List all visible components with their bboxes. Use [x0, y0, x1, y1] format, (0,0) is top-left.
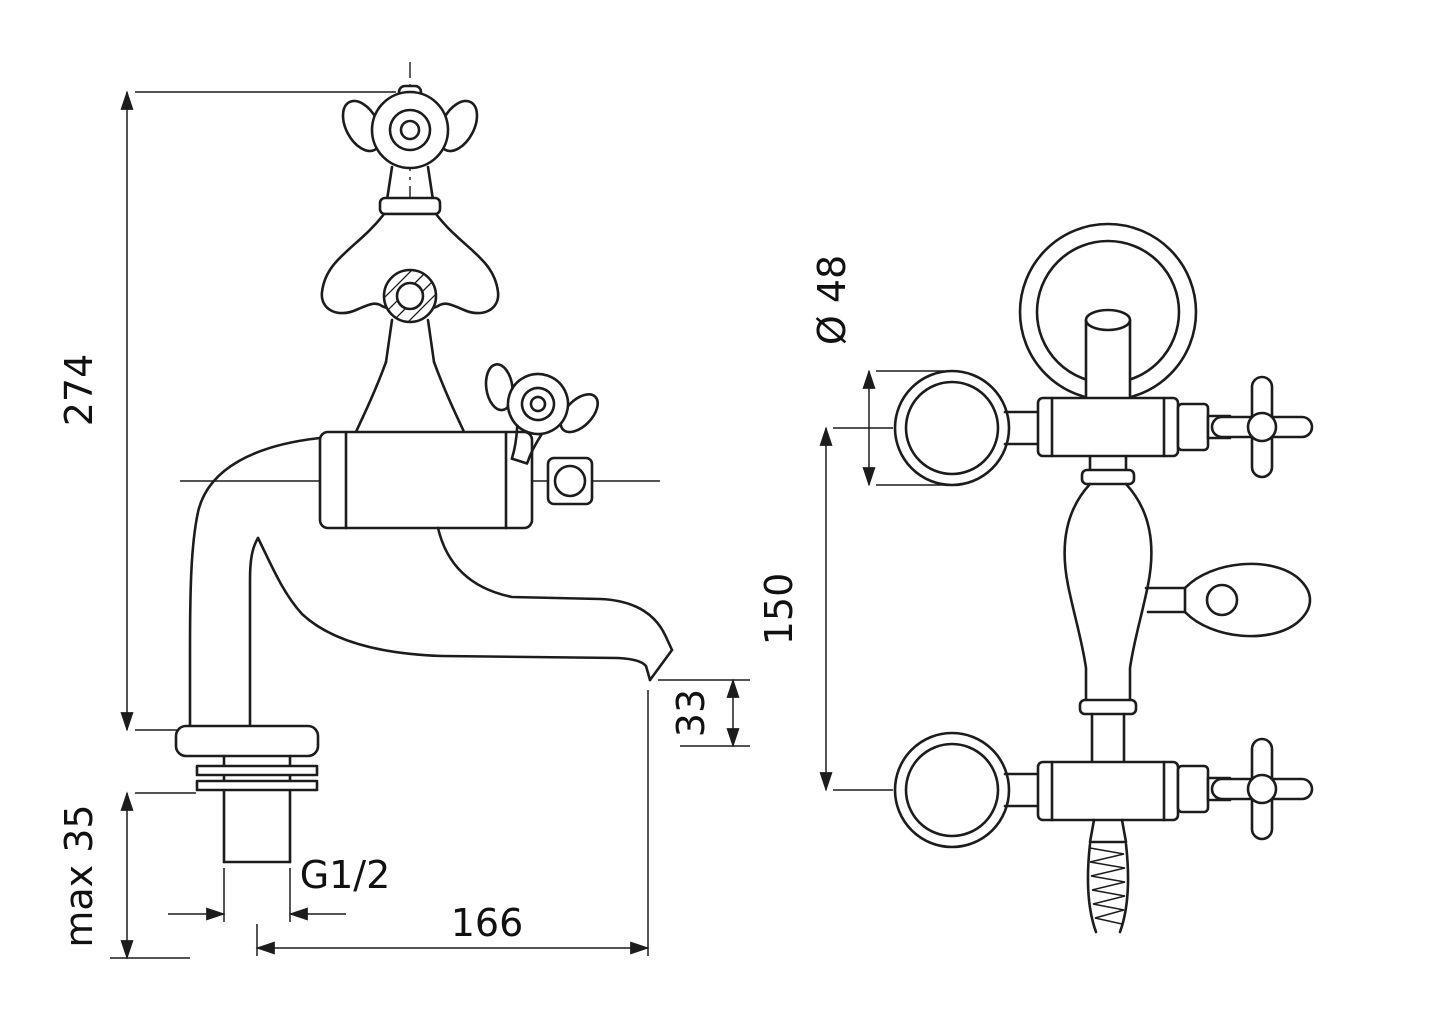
handset-grip: [1084, 308, 1132, 408]
dim-reach-label: 166: [451, 901, 524, 945]
handset-cradle-ring: [1018, 222, 1198, 408]
dim-height-label: 274: [57, 354, 101, 427]
dim-centers-label: 150: [757, 573, 801, 646]
dim-centers-150: 150: [757, 426, 893, 792]
spout-outlet-mouth: [648, 648, 674, 682]
inlet-pillar: [174, 436, 322, 864]
bottom-body-block: [1036, 760, 1180, 822]
top-cross-handle: [341, 84, 479, 216]
dim-diameter-label: Ø 48: [810, 255, 854, 345]
diverter-knob: [1144, 562, 1312, 638]
base-flange: [174, 724, 320, 758]
bell-escutcheon: [320, 212, 500, 434]
side-view: 274 max 35 G1/2 166 3: [57, 62, 750, 960]
dim-thread-label: G1/2: [300, 853, 391, 897]
dim-thread-g12: G1/2: [168, 853, 390, 922]
washer-lower: [195, 779, 319, 792]
mixer-body: [318, 430, 534, 530]
dim-outlet-label: 33: [669, 689, 713, 737]
dim-height-274: 274: [57, 90, 396, 732]
column-baluster: [1063, 454, 1153, 764]
side-right-handle: [484, 363, 599, 506]
top-body-block: [1036, 396, 1180, 458]
dim-reach-166: 166: [255, 690, 650, 956]
bottom-valve-assembly: [893, 731, 1314, 849]
dim-deck-max35: max 35: [57, 791, 196, 960]
top-valve-assembly: [893, 369, 1314, 487]
wall-union-bottom-inner: [904, 742, 1000, 838]
dim-deck-label: max 35: [57, 804, 101, 947]
wall-union-top-inner: [904, 380, 1000, 476]
dim-diameter-48: Ø 48: [810, 255, 944, 487]
front-view: Ø 48 150: [757, 222, 1314, 934]
cross-handle-top: [1210, 375, 1314, 479]
dim-outlet-33: 33: [658, 678, 750, 748]
shower-hose: [1086, 818, 1130, 934]
washer-upper: [195, 764, 319, 777]
wall-union-bottom-outer: [893, 731, 1011, 849]
wall-union-top-outer: [893, 369, 1011, 487]
spout: [256, 526, 674, 682]
cross-handle-bottom: [1210, 737, 1314, 841]
